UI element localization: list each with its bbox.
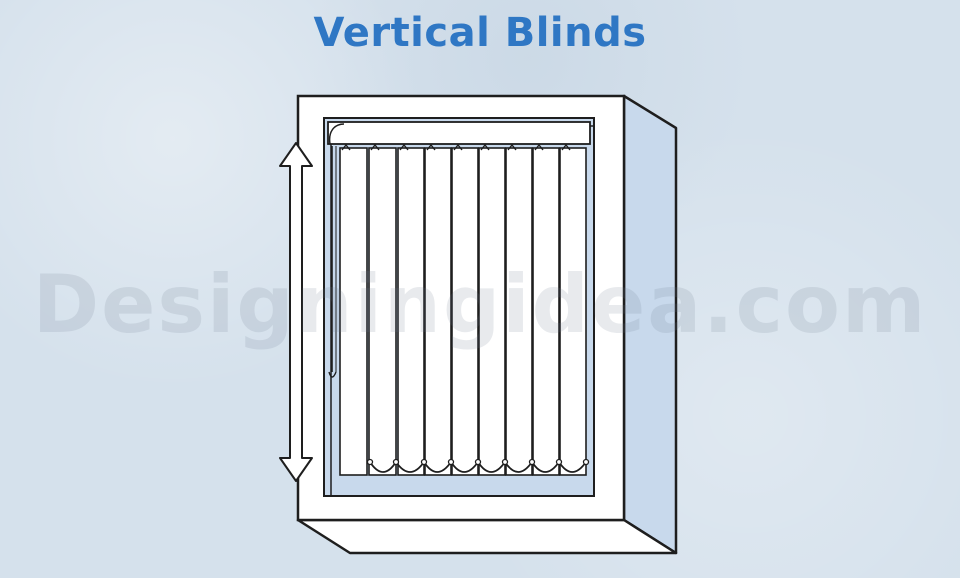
blind-slat: [339, 147, 368, 476]
slat-hooks: [341, 143, 571, 151]
height-double-arrow-icon: [279, 142, 313, 482]
blind-slat: [368, 147, 397, 476]
blind-slat: [397, 147, 425, 476]
blind-headrail: [327, 121, 591, 145]
blind-slat: [559, 147, 587, 476]
frame-sill: [296, 518, 678, 555]
page-title: Vertical Blinds: [313, 10, 647, 56]
control-wand-tip: [328, 371, 337, 378]
blind-slats: [339, 147, 587, 476]
headrail-end: [328, 123, 345, 145]
blind-slat: [532, 147, 560, 476]
blind-slat: [451, 147, 479, 476]
frame-side-panel: [622, 94, 678, 555]
blind-slat: [505, 147, 533, 476]
blind-slat: [478, 147, 506, 476]
chain-links: [366, 458, 590, 466]
blind-slat: [424, 147, 452, 476]
